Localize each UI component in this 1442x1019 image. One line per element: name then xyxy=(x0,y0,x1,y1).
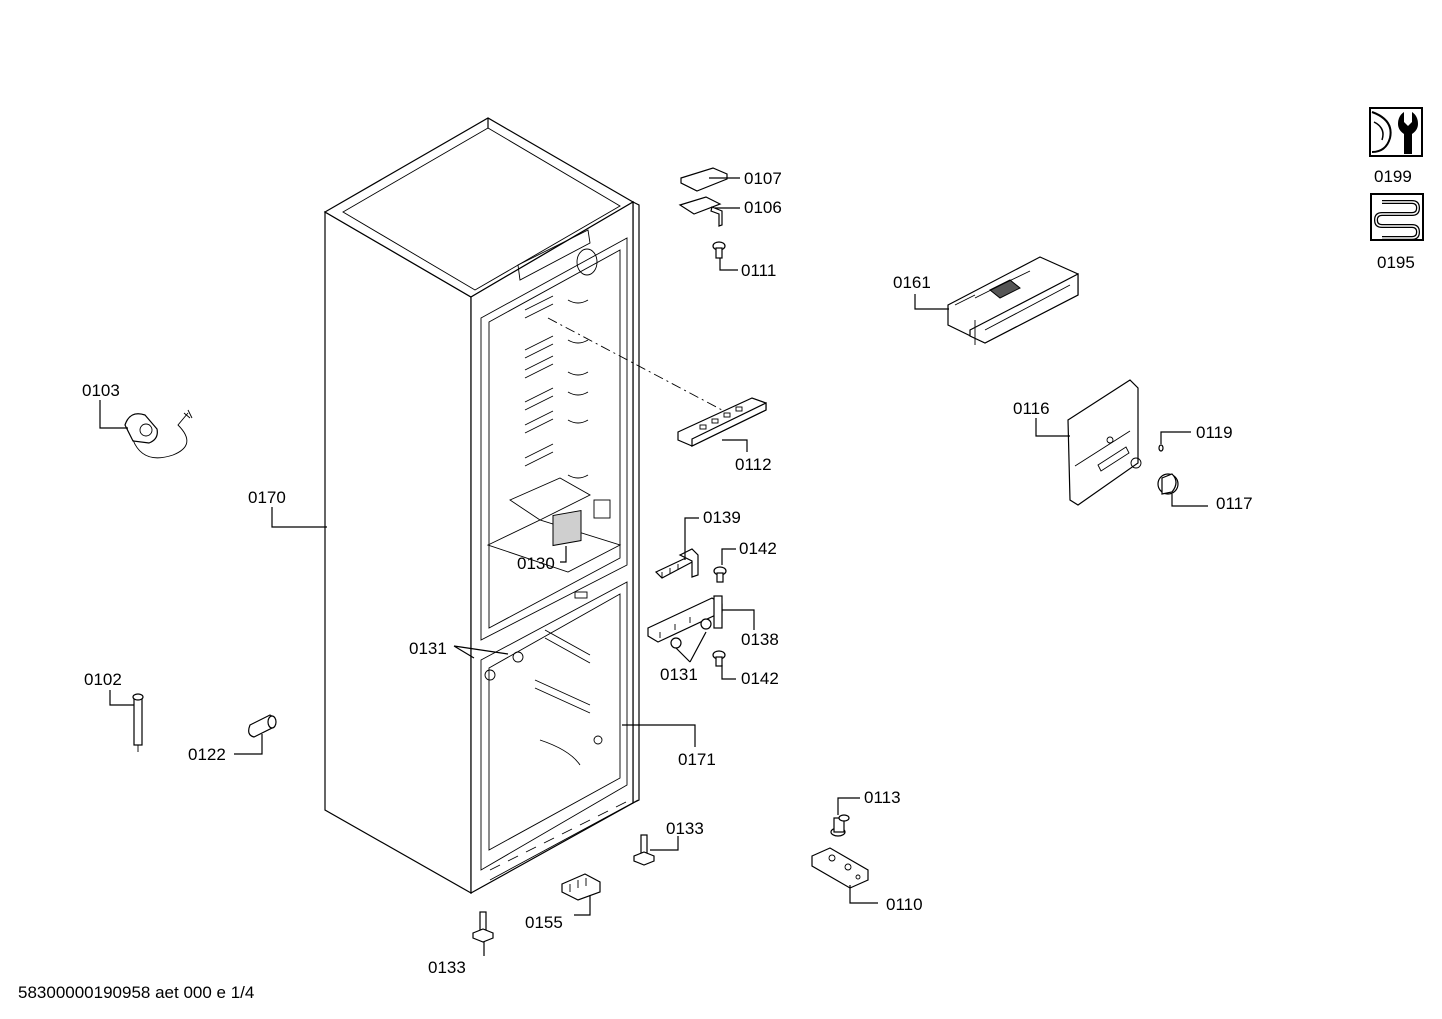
part-0116 xyxy=(1067,379,1142,506)
callout-0171: 0171 xyxy=(678,750,716,769)
callout-0138: 0138 xyxy=(741,630,779,649)
callout-0102: 0102 xyxy=(84,670,122,689)
part-0138 xyxy=(647,595,723,643)
callout-0195: 0195 xyxy=(1377,253,1415,272)
document-footer-id: 58300000190958 aet 000 e 1/4 xyxy=(18,983,254,1002)
part-0107 xyxy=(680,167,728,192)
callout-0155: 0155 xyxy=(525,913,563,932)
callout-0199: 0199 xyxy=(1374,167,1412,186)
callout-0116: 0116 xyxy=(1013,399,1050,418)
part-0142a xyxy=(713,566,727,583)
part-0122 xyxy=(248,714,277,738)
part-0131c xyxy=(700,618,712,630)
service-wrench-icon xyxy=(1369,107,1423,157)
part-0106 xyxy=(678,196,723,227)
part-0102 xyxy=(132,693,144,752)
fridge-cabinet xyxy=(323,117,640,895)
callout-0133-right: 0133 xyxy=(666,819,704,838)
parts xyxy=(124,167,1179,943)
callout-0122: 0122 xyxy=(188,745,226,764)
callout-0142-upper: 0142 xyxy=(739,539,777,558)
callout-0142-lower: 0142 xyxy=(741,669,779,688)
callout-0133-bottom: 0133 xyxy=(428,958,466,977)
callout-0113: 0113 xyxy=(864,788,901,807)
callout-0119: 0119 xyxy=(1196,423,1233,442)
callout-0117: 0117 xyxy=(1216,494,1253,513)
callout-0161: 0161 xyxy=(893,273,931,292)
callout-0131-hinge: 0131 xyxy=(660,665,698,684)
part-0117 xyxy=(1157,473,1179,495)
part-0161 xyxy=(947,256,1079,345)
part-0119 xyxy=(1158,444,1164,452)
callout-0139: 0139 xyxy=(703,508,741,527)
callout-0106: 0106 xyxy=(744,198,782,217)
callout-0111: 0111 xyxy=(741,261,776,280)
callout-0130: 0130 xyxy=(517,554,555,573)
callout-0170: 0170 xyxy=(248,488,286,507)
part-0131b xyxy=(670,637,682,649)
part-0112 xyxy=(677,397,767,447)
callout-0131-cabinet: 0131 xyxy=(409,639,447,658)
part-0155 xyxy=(561,873,601,901)
part-0139 xyxy=(654,548,699,579)
alignment-dashed-line xyxy=(547,317,723,411)
part-0133a xyxy=(633,834,655,866)
callout-0107: 0107 xyxy=(744,169,782,188)
callout-labels: 0107 0106 0111 0161 0103 0112 0116 0119 … xyxy=(82,167,1415,977)
leader-lines xyxy=(99,177,1208,956)
callout-0103: 0103 xyxy=(82,381,120,400)
part-0111 xyxy=(712,241,726,259)
callout-0110: 0110 xyxy=(886,895,923,914)
part-0113 xyxy=(830,814,850,837)
callout-0112: 0112 xyxy=(735,455,772,474)
part-0110 xyxy=(811,847,869,889)
part-0133b xyxy=(472,911,494,943)
refrigerant-coil-icon xyxy=(1370,193,1424,241)
part-0142b xyxy=(712,650,726,667)
part-0103 xyxy=(124,409,193,459)
